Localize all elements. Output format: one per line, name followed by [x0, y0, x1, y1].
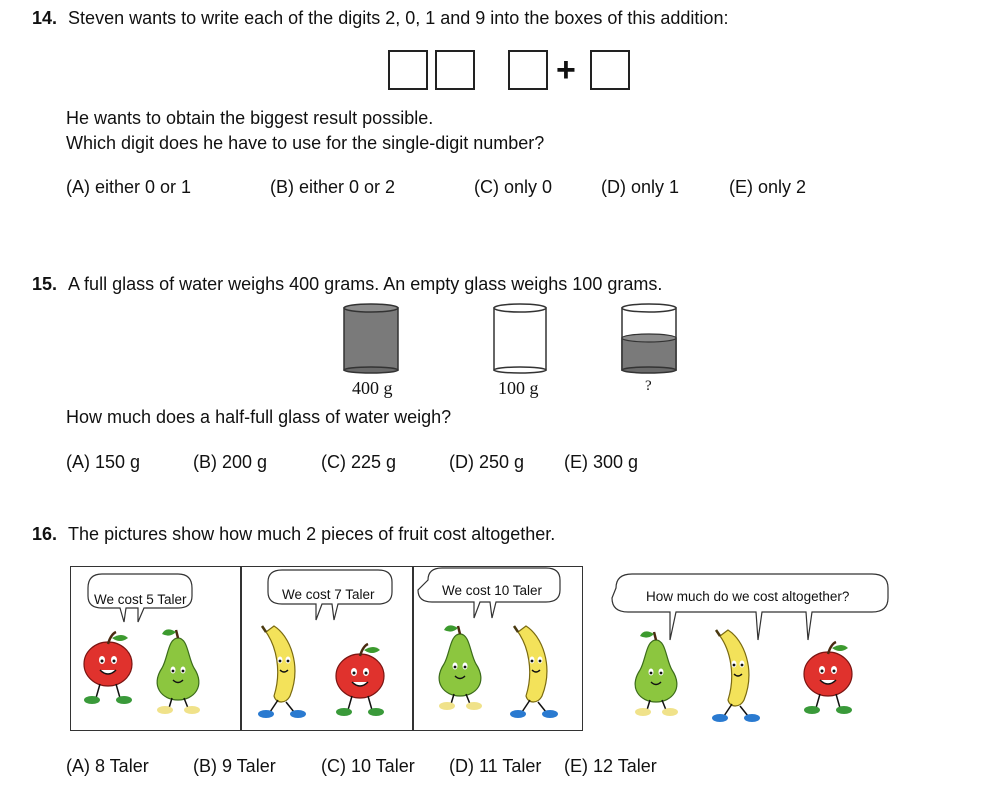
q14-line-1: He wants to obtain the biggest result po… — [66, 108, 434, 128]
q15-option-d[interactable]: (D) 250 g — [449, 452, 525, 472]
bubble-shape-1 — [87, 573, 193, 623]
fruit-illustration — [82, 567, 889, 724]
q14-line-2: Which digit does he have to use for the … — [66, 133, 545, 153]
q16-option-d[interactable]: (D) 11 Taler — [449, 756, 542, 776]
bubble-shape-3 — [417, 567, 561, 619]
digit-box-4[interactable] — [590, 50, 630, 90]
bubble-shape-4 — [611, 573, 889, 641]
q14-option-a[interactable]: (A) either 0 or 1 — [66, 177, 192, 197]
q16-text: The pictures show how much 2 pieces of f… — [68, 524, 556, 544]
q15-option-a[interactable]: (A) 150 g — [66, 452, 141, 472]
half-glass-label: ? — [645, 378, 652, 394]
q14-number: 14. — [32, 8, 58, 28]
digit-box-1[interactable] — [388, 50, 428, 90]
digit-box-2[interactable] — [435, 50, 475, 90]
panel-divider-1 — [240, 566, 242, 731]
q16-option-e[interactable]: (E) 12 Taler — [564, 756, 657, 776]
q14-option-c[interactable]: (C) only 0 — [474, 177, 553, 197]
full-glass — [343, 303, 399, 374]
bubble-text-3: We cost 10 Taler — [442, 583, 543, 598]
digit-box-3[interactable] — [508, 50, 548, 90]
q15-option-c[interactable]: (C) 225 g — [321, 452, 397, 472]
q15-text: A full glass of water weighs 400 grams. … — [68, 274, 663, 294]
q14-option-e[interactable]: (E) only 2 — [729, 177, 807, 197]
bubble-text-1: We cost 5 Taler — [94, 592, 187, 607]
q14-option-d[interactable]: (D) only 1 — [601, 177, 680, 197]
q16-header: 16. The pictures show how much 2 pieces … — [32, 524, 555, 545]
panel-divider-2 — [412, 566, 414, 731]
q15-number: 15. — [32, 274, 58, 294]
q16-number: 16. — [32, 524, 58, 544]
empty-glass-label: 100 g — [498, 378, 539, 398]
bubble-shape-2 — [267, 569, 393, 621]
bubble-text-2: We cost 7 Taler — [282, 587, 375, 602]
half-glass — [621, 303, 677, 374]
q14-header: 14. Steven wants to write each of the di… — [32, 8, 728, 29]
bubble-text-4: How much do we cost altogether? — [646, 589, 850, 604]
q15-header: 15. A full glass of water weighs 400 gra… — [32, 274, 662, 295]
q15-option-b[interactable]: (B) 200 g — [193, 452, 268, 472]
q15-question: How much does a half-full glass of water… — [66, 407, 452, 427]
empty-glass — [493, 303, 547, 374]
q16-option-b[interactable]: (B) 9 Taler — [193, 756, 276, 776]
glasses-illustration — [343, 303, 677, 374]
full-glass-label: 400 g — [352, 378, 393, 398]
q16-option-a[interactable]: (A) 8 Taler — [66, 756, 149, 776]
q14-option-b[interactable]: (B) either 0 or 2 — [270, 177, 396, 197]
q14-text: Steven wants to write each of the digits… — [68, 8, 729, 28]
q16-option-c[interactable]: (C) 10 Taler — [321, 756, 415, 776]
q15-option-e[interactable]: (E) 300 g — [564, 452, 639, 472]
plus-sign: + — [556, 51, 576, 89]
